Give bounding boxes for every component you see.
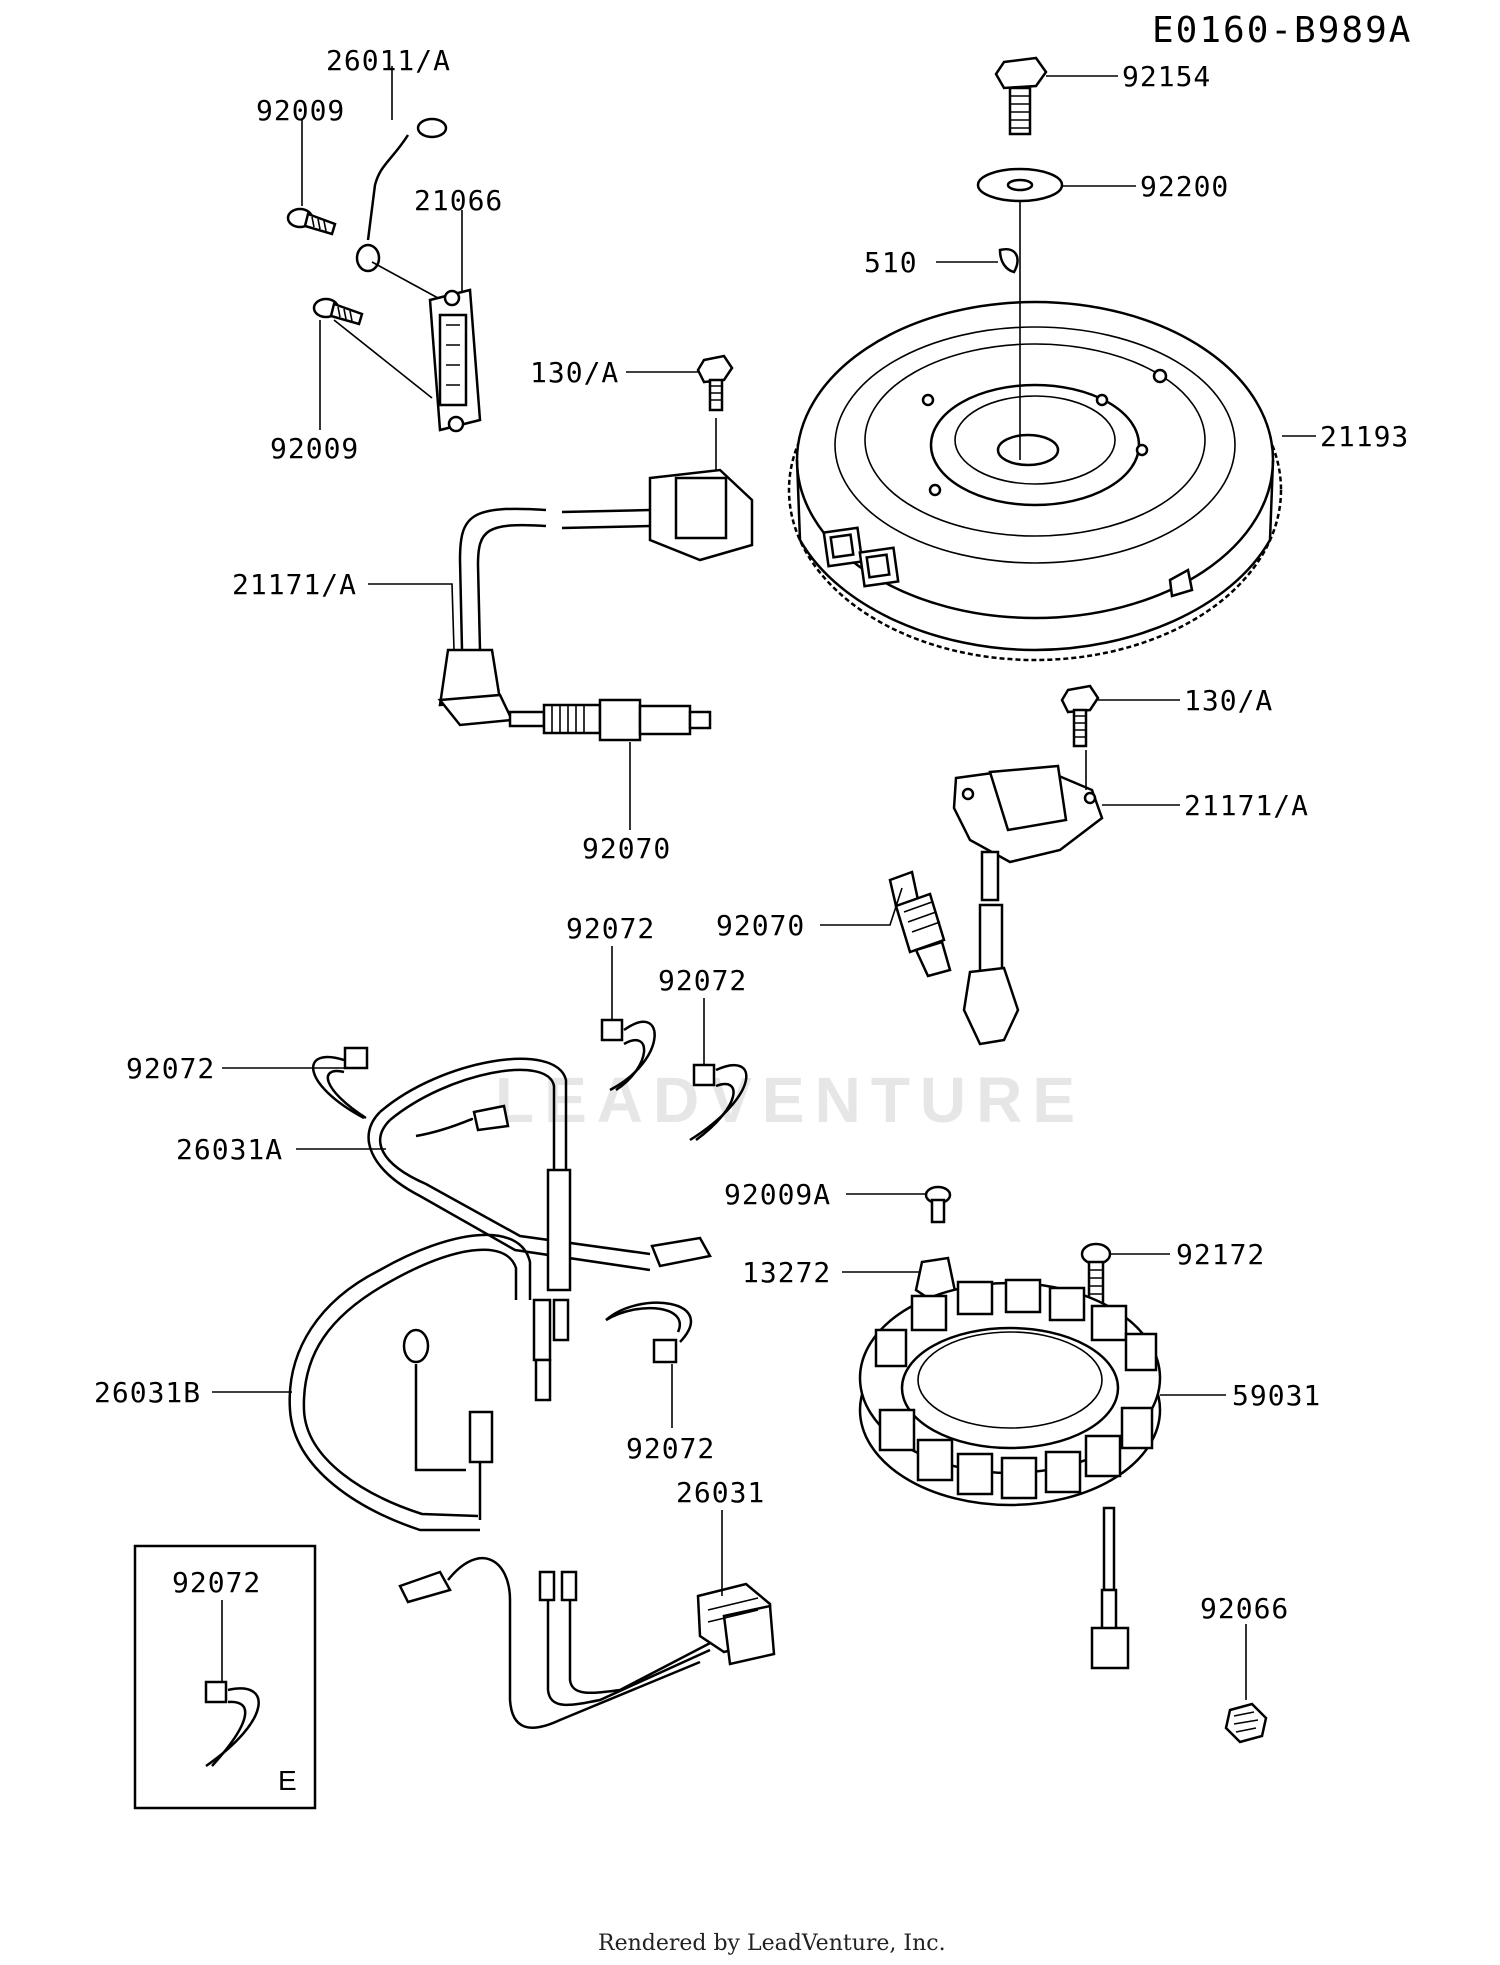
- label-92072-d: 92072: [626, 1432, 715, 1465]
- label-92072-c: 92072: [126, 1052, 215, 1085]
- label-21193: 21193: [1320, 420, 1409, 453]
- label-92009-top: 92009: [256, 94, 345, 127]
- screw-92009-top: [286, 207, 337, 236]
- label-92200: 92200: [1140, 170, 1229, 203]
- screw-92009a: [924, 1185, 952, 1224]
- label-92072-b: 92072: [658, 964, 747, 997]
- label-92009a: 92009A: [724, 1178, 831, 1211]
- harness-26031b: [288, 1233, 552, 1532]
- nut-92066: [1224, 1702, 1268, 1744]
- key-510: [998, 247, 1019, 274]
- label-21171a-left: 21171/A: [232, 568, 357, 601]
- spark-plug-left: [508, 698, 712, 742]
- label-130a-right: 130/A: [1184, 684, 1273, 717]
- wire-tie-92072-b: [689, 1063, 748, 1142]
- label-92172: 92172: [1176, 1238, 1265, 1271]
- label-92154: 92154: [1122, 60, 1211, 93]
- label-26031b: 26031B: [94, 1376, 201, 1409]
- washer-92200: [976, 167, 1064, 203]
- bolt-130a-right: [1060, 684, 1100, 748]
- label-26011a: 26011/A: [326, 44, 451, 77]
- flywheel-21193: [787, 300, 1283, 662]
- leader-lines: [212, 66, 1316, 1700]
- label-26031a: 26031A: [176, 1133, 283, 1166]
- screw-92172: [1080, 1242, 1112, 1306]
- label-92009-bottom: 92009: [270, 432, 359, 465]
- watermark: LEADVENTURE: [495, 1064, 1085, 1136]
- harness-26031: [398, 1557, 776, 1729]
- label-92066: 92066: [1200, 1592, 1289, 1625]
- ignition-coil-right: [952, 764, 1104, 1046]
- wire-tie-92072-c: [311, 1046, 369, 1120]
- inset-box-e: E: [133, 1544, 317, 1810]
- label-92072-a: 92072: [566, 912, 655, 945]
- bolt-130a-top: [696, 354, 734, 412]
- screw-92009-bottom: [312, 297, 364, 326]
- label-26031: 26031: [676, 1476, 765, 1509]
- spark-plug-right: [888, 870, 952, 978]
- bolt-92154: [994, 56, 1048, 136]
- wire-tie-92072-d: [605, 1301, 693, 1364]
- label-92072-e: 92072: [172, 1566, 261, 1599]
- part-labels: 26011/A 92009 21066 92009 130/A 21171/A …: [94, 44, 1409, 1625]
- label-130a-top: 130/A: [530, 356, 619, 389]
- harness-26031a: [367, 1057, 712, 1342]
- ignition-coil-left: [437, 468, 754, 727]
- label-92070-right: 92070: [716, 909, 805, 942]
- inset-box-letter: E: [278, 1765, 297, 1796]
- regulator-21066: [428, 288, 482, 433]
- label-92070-left: 92070: [582, 832, 671, 865]
- label-21171a-right: 21171/A: [1184, 789, 1309, 822]
- footer-credit: Rendered by LeadVenture, Inc.: [598, 1931, 946, 1956]
- label-59031: 59031: [1232, 1379, 1321, 1412]
- label-13272: 13272: [742, 1256, 831, 1289]
- stator-59031: [858, 1278, 1162, 1670]
- label-21066: 21066: [414, 184, 503, 217]
- ground-lead-26011a: [355, 117, 448, 273]
- label-510: 510: [864, 246, 918, 279]
- diagram-code: E0160-B989A: [1152, 10, 1412, 51]
